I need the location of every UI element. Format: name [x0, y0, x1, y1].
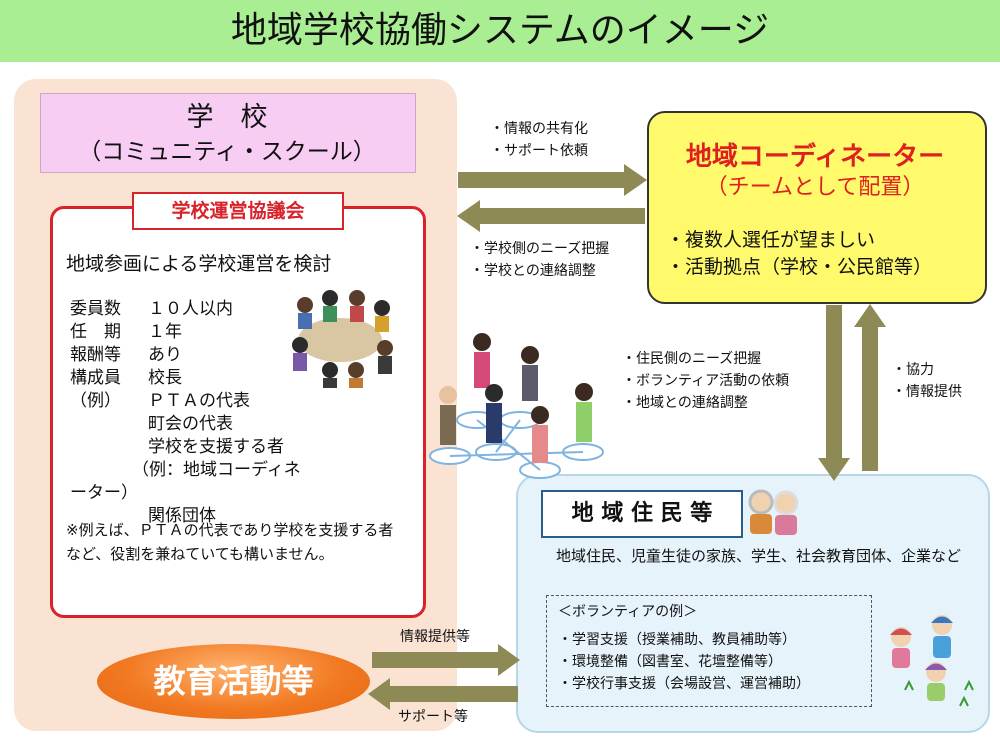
- arrow-label-line: ・情報の共有化: [490, 121, 588, 137]
- arrow-left-icon: [457, 200, 645, 232]
- arrow-label-line: ・ボランティア活動の依頼: [622, 373, 790, 389]
- council-row: （例） ＰＴＡの代表: [70, 390, 310, 413]
- council-main-text: 地域参画による学校運営を検討: [66, 253, 332, 275]
- council-row: 委員数 １０人以内: [70, 298, 310, 321]
- council-row: 関係団体: [70, 505, 310, 528]
- arrow-label-line: ・情報提供: [892, 384, 962, 400]
- title-bar: [0, 0, 1000, 62]
- row-value: 町会の代表: [148, 414, 233, 434]
- row-value: （例：地域コーディネーター）: [70, 460, 301, 503]
- arrow-label-to-school: ・学校側のニーズ把握 ・学校との連絡調整: [470, 238, 609, 282]
- arrow-right-icon: [372, 644, 520, 676]
- arrow-left-icon: [368, 678, 518, 710]
- row-value: ＰＴＡの代表: [148, 391, 250, 411]
- page-title: 地域学校協働システムのイメージ: [230, 10, 770, 51]
- arrow-down-icon: [818, 305, 850, 481]
- school-subtitle: （コミュニティ・スクール）: [78, 139, 376, 165]
- row-value: １０人以内: [148, 299, 233, 319]
- meeting-people-illustration: [292, 290, 393, 388]
- education-ellipse: [97, 644, 370, 719]
- arrow-right-icon: [458, 164, 647, 196]
- row-value: 校長: [148, 368, 182, 388]
- volunteer-box: [546, 595, 872, 707]
- row-value: あり: [148, 345, 182, 365]
- arrow-up-icon: [854, 304, 886, 471]
- arrow-label-from-residents: ・協力 ・情報提供: [892, 359, 962, 403]
- coordinator-items: ・複数人選任が望ましい ・活動拠点（学校・公民館等）: [666, 227, 982, 281]
- arrow-label-line: ・学校との連絡調整: [470, 263, 596, 279]
- council-label: 学校運営協議会: [132, 192, 344, 230]
- council-box: [50, 206, 426, 618]
- coordinator-subtitle: （チームとして配置）: [705, 175, 925, 200]
- coordinator-item: ・活動拠点（学校・公民館等）: [666, 256, 933, 278]
- council-row: 報酬等 あり: [70, 344, 310, 367]
- row-value: １年: [148, 322, 182, 342]
- council-note: ※例えば、ＰＴＡの代表であり学校を支援する者など、役割を兼ねていても構いません。: [66, 521, 394, 563]
- residents-description: 地域住民、児童生徒の家族、学生、社会教育団体、企業など: [556, 547, 962, 565]
- council-row: 学校を支援する者: [70, 436, 310, 459]
- volunteer-list: ＜ボランティアの例＞ ・学習支援（授業補助、教員補助等） ・環境整備（図書室、花…: [558, 601, 878, 695]
- council-row: 任 期 １年: [70, 321, 310, 344]
- row-key: （例）: [70, 391, 121, 411]
- row-key: 委員数: [70, 299, 121, 319]
- council-row: 町会の代表: [70, 413, 310, 436]
- row-value: 関係団体: [148, 506, 216, 526]
- volunteer-item: ・学習支援（授業補助、教員補助等）: [558, 632, 796, 648]
- coordinator-item: ・複数人選任が望ましい: [666, 229, 876, 251]
- education-label: 教育活動等: [153, 662, 314, 700]
- arrow-label-line: ・地域との連絡調整: [622, 395, 748, 411]
- elderly-couple-illustration: [748, 489, 799, 535]
- arrow-label-line: ・学校側のニーズ把握: [470, 241, 610, 257]
- row-key: 任 期: [70, 322, 121, 342]
- volunteer-title: ＜ボランティアの例＞: [558, 604, 698, 620]
- gardening-volunteers-illustration: [890, 615, 974, 707]
- school-header-box: [40, 93, 416, 173]
- arrow-label-line: ・住民側のニーズ把握: [622, 351, 762, 367]
- row-value: 学校を支援する者: [148, 437, 284, 457]
- arrow-label-line: ・協力: [892, 362, 934, 378]
- arrow-label-to-coordinator: ・情報の共有化 ・サポート依頼: [490, 118, 588, 162]
- school-name: 学 校: [186, 102, 268, 133]
- arrow-label-to-residents: ・住民側のニーズ把握 ・ボランティア活動の依頼 ・地域との連絡調整: [622, 348, 789, 414]
- row-key: 報酬等: [70, 345, 121, 365]
- council-row: （例：地域コーディネーター）: [70, 459, 310, 505]
- networking-people-illustration: [429, 333, 604, 479]
- residents-label: 地 域 住 民 等: [541, 490, 743, 538]
- arrow-label-info: 情報提供等: [400, 629, 470, 645]
- row-key: 構成員: [70, 368, 121, 388]
- arrow-label-support: サポート等: [398, 709, 468, 725]
- volunteer-item: ・学校行事支援（会場設営、運営補助）: [558, 676, 810, 692]
- volunteer-item: ・環境整備（図書室、花壇整備等）: [558, 654, 782, 670]
- coordinator-box: [647, 111, 987, 304]
- council-rows: 委員数 １０人以内 任 期 １年 報酬等 あり 構成員 校長 （例） ＰＴＡの代表 町会の…: [70, 298, 310, 528]
- council-row: 構成員 校長: [70, 367, 310, 390]
- coordinator-name: 地域コーディネーター: [685, 142, 945, 172]
- arrow-label-line: ・サポート依頼: [490, 143, 588, 159]
